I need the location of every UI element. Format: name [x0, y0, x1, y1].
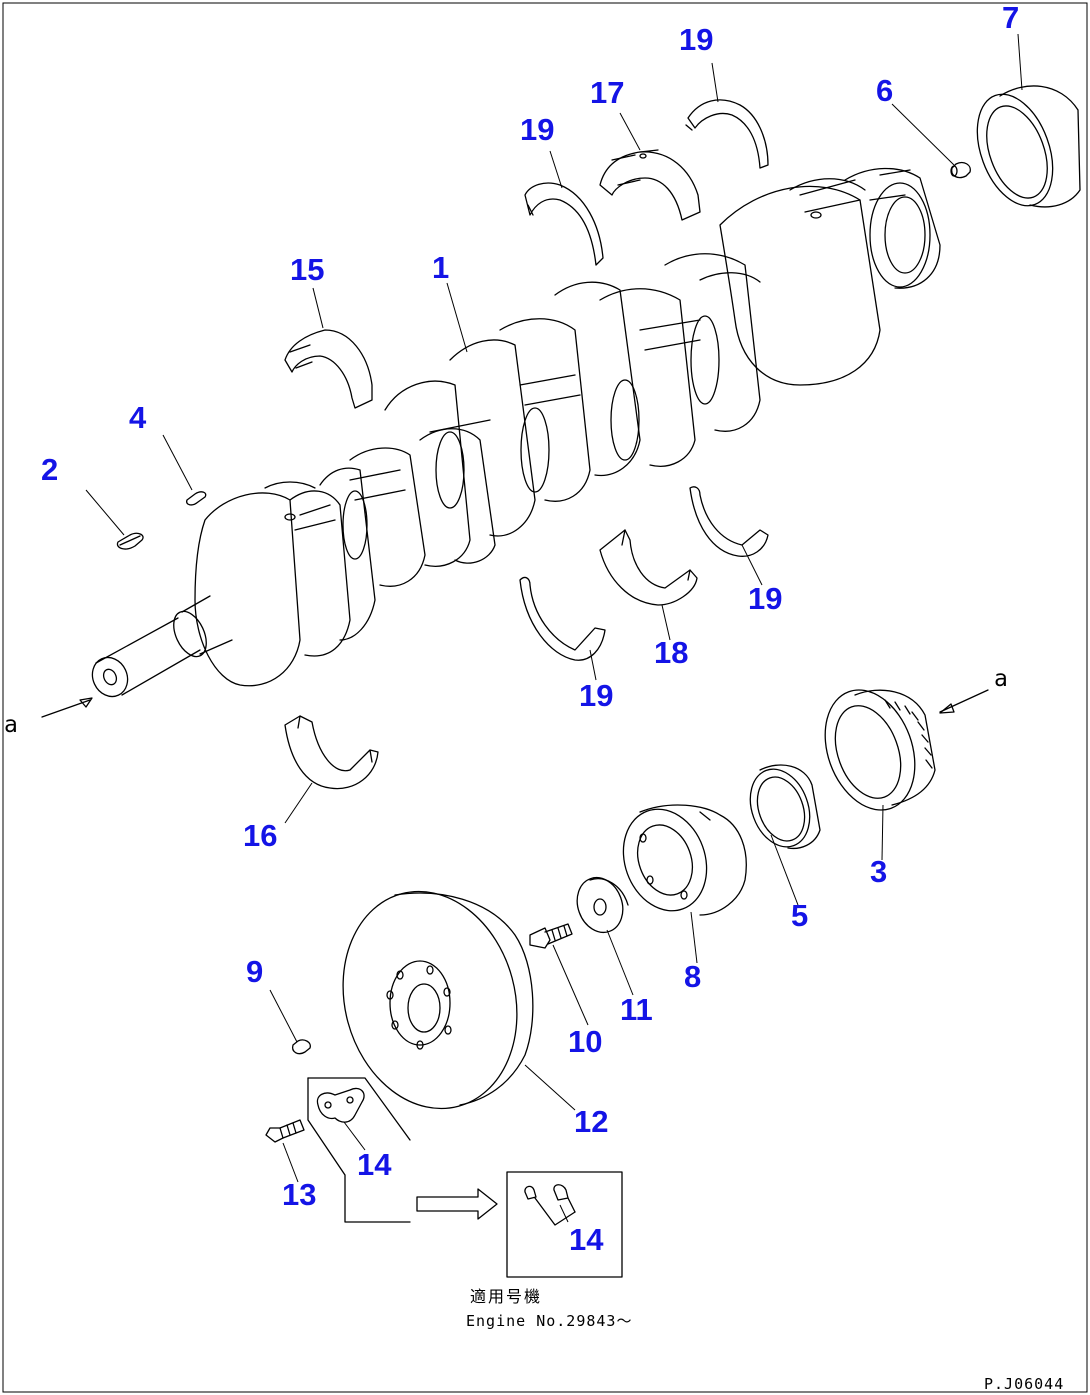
- callout-6: 6: [876, 73, 893, 108]
- callout-19-a: 19: [520, 112, 554, 147]
- gear-part-3: [824, 689, 936, 811]
- callout-17: 17: [590, 75, 624, 110]
- callout-13: 13: [282, 1177, 316, 1212]
- callout-5: 5: [791, 898, 808, 933]
- dowel-part-6: [950, 161, 971, 179]
- drawing-code: P.J06044: [984, 1375, 1064, 1393]
- callout-19-c: 19: [579, 678, 613, 713]
- bolt-part-13: [265, 1119, 305, 1143]
- applicability-label: 適用号機: [470, 1287, 542, 1306]
- inset-detail-box: [506, 1171, 623, 1278]
- callout-10: 10: [568, 1024, 602, 1059]
- thrust-washer-part-19a: [524, 182, 604, 266]
- callout-16: 16: [243, 818, 277, 853]
- applicability-serial: Engine No.29843～: [466, 1312, 632, 1330]
- thrust-washer-part-19b: [685, 99, 769, 169]
- pulley-hub-part-8: [622, 804, 747, 916]
- bracket-outline: [307, 1077, 411, 1223]
- callout-12: 12: [574, 1104, 608, 1139]
- callout-14: 14: [357, 1147, 392, 1182]
- thrust-washer-part-19c: [519, 576, 606, 661]
- svg-text:a: a: [994, 666, 1008, 692]
- seal-ring-part-7: [976, 85, 1081, 208]
- callout-18: 18: [654, 635, 688, 670]
- callout-1: 1: [432, 250, 449, 285]
- callout-14-inset: 14: [569, 1222, 604, 1257]
- bearing-part-18: [599, 529, 698, 606]
- callout-7: 7: [1002, 0, 1019, 35]
- damper-part-12: [342, 890, 534, 1110]
- leader-lines: [85, 33, 1023, 1223]
- thrust-washer-part-19d: [689, 486, 769, 557]
- svg-text:a: a: [4, 712, 18, 738]
- bolt-part-10: [529, 923, 573, 949]
- hollow-arrow: [416, 1188, 498, 1220]
- view-marker-left: a: [4, 697, 93, 738]
- pin-part-9: [292, 1039, 311, 1055]
- callout-8: 8: [684, 959, 701, 994]
- key-part-2: [116, 532, 144, 550]
- callout-19-b: 19: [679, 22, 713, 57]
- callout-4: 4: [129, 400, 147, 435]
- lock-plate-part-14: [316, 1087, 365, 1123]
- callout-3: 3: [870, 854, 887, 889]
- bearing-part-15: [284, 329, 373, 409]
- crankshaft: [91, 167, 941, 698]
- callout-15: 15: [290, 252, 324, 287]
- pin-part-4: [186, 491, 207, 506]
- bearing-part-16: [284, 715, 379, 790]
- callout-11: 11: [620, 992, 653, 1027]
- sleeve-part-5: [749, 764, 821, 850]
- callout-9: 9: [246, 954, 263, 989]
- callout-2: 2: [41, 452, 58, 487]
- bearing-part-17: [599, 149, 701, 221]
- callout-19-d: 19: [748, 581, 782, 616]
- washer-part-11: [576, 876, 629, 934]
- view-marker-right: a: [939, 666, 1008, 714]
